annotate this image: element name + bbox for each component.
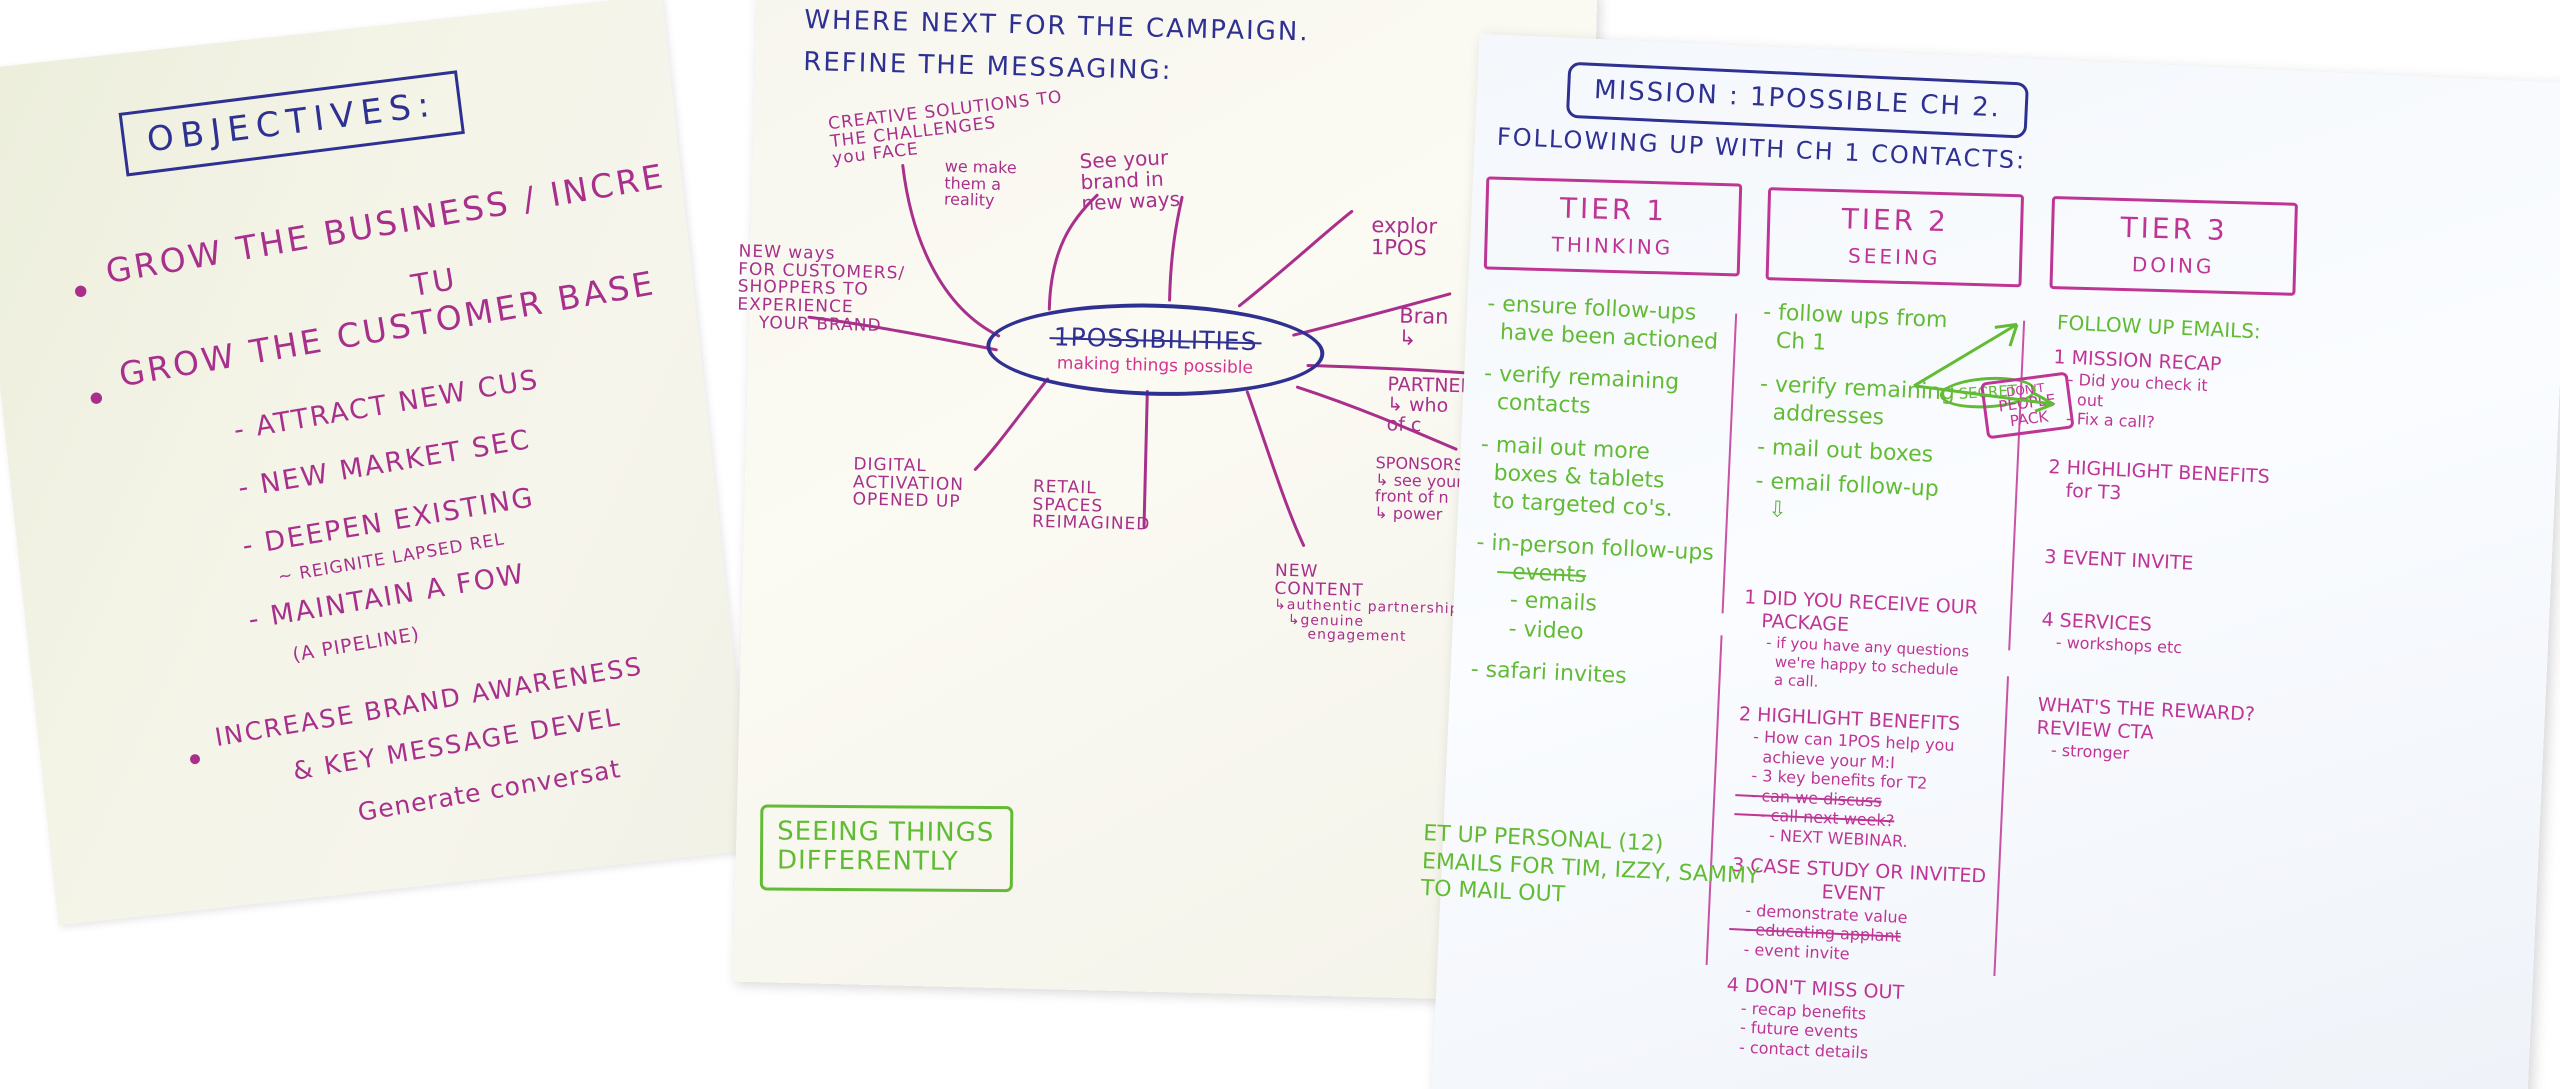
tier-2-header: TIER 2 SEEING (1765, 187, 2025, 288)
mindmap-node-brand: Bran ↳ (1398, 303, 1449, 350)
mindmap-node-retail: RETAIL SPACES REIMAGINED (1031, 476, 1151, 535)
mission-sheet: MISSION : 1POSSIBLE CH 2. FOLLOWING UP W… (1420, 33, 2560, 1089)
mindmap-node-we-make: we make them a reality (943, 156, 1017, 210)
green-arrow-icon (1913, 322, 2055, 413)
tier-1-header: TIER 1 THINKING (1483, 176, 1743, 277)
bullet-dot-3: ● (188, 750, 202, 768)
mindmap-node-explore: explor 1POS (1370, 212, 1438, 261)
objectives-bullet-1: GROW THE BUSINESS / INCRE (102, 156, 669, 292)
seeing-box-line2: DIFFERENTLY (776, 845, 959, 877)
mindmap-center-word: 1POSSIBILITIES (1053, 321, 1258, 356)
bullet-dot-1: ● (73, 280, 89, 300)
seeing-box-line1: SEEING THINGS (777, 816, 995, 849)
tier-2-magenta-list: 1 DID YOU RECEIVE OUR PACKAGE - if you h… (1723, 586, 1998, 1067)
tier-1-sub: THINKING (1551, 232, 1674, 260)
tier-2-sub: SEEING (1847, 243, 1941, 271)
objectives-title: OBJECTIVES: (118, 70, 465, 177)
mission-footer-note: ET UP PERSONAL (12) EMAILS FOR TIM, IZZY… (1420, 820, 1761, 918)
objectives-bullet-2: GROW THE CUSTOMER BASE (116, 263, 659, 395)
mindmap-branches (807, 163, 1480, 547)
objectives-sub-4b: (A PIPELINE) (290, 623, 422, 667)
mindmap-node-digital: DIGITAL ACTIVATION OPENED UP (852, 454, 965, 513)
mindmap-center-tagline: making things possible (1056, 352, 1254, 378)
mindmap-node-new-ways: NEW ways FOR CUSTOMERS/ SHOPPERS TO EXPE… (737, 241, 906, 336)
mindmap-node-see-brand: See your brand in new ways (1079, 145, 1181, 215)
tier-2-label: TIER 2 (1841, 202, 1950, 239)
bullet-dot-2: ● (88, 387, 104, 407)
objectives-content: OBJECTIVES: ● GROW THE BUSINESS / INCRE … (0, 0, 754, 925)
mindmap-node-new-content: NEW CONTENT ↳authentic partnerships ↳gen… (1273, 560, 1469, 646)
mindmap-seeing-box: SEEING THINGS DIFFERENTLY (759, 804, 1014, 893)
tier-3-sub: DOING (2131, 252, 2215, 279)
tier-3-header: TIER 3 DOING (2049, 195, 2298, 296)
mindmap-sheet: WHERE NEXT FOR THE CAMPAIGN. REFINE THE … (732, 0, 1598, 1003)
tier-1-label: TIER 1 (1559, 191, 1668, 228)
tier-3-label: TIER 3 (2120, 210, 2229, 247)
objectives-sheet: OBJECTIVES: ● GROW THE BUSINESS / INCRE … (0, 0, 755, 926)
tier-3-list: 1 MISSION RECAP - Did you check it out -… (2035, 346, 2275, 769)
tier-1-list: - ensure follow-ups have been actioned -… (1470, 290, 1725, 694)
